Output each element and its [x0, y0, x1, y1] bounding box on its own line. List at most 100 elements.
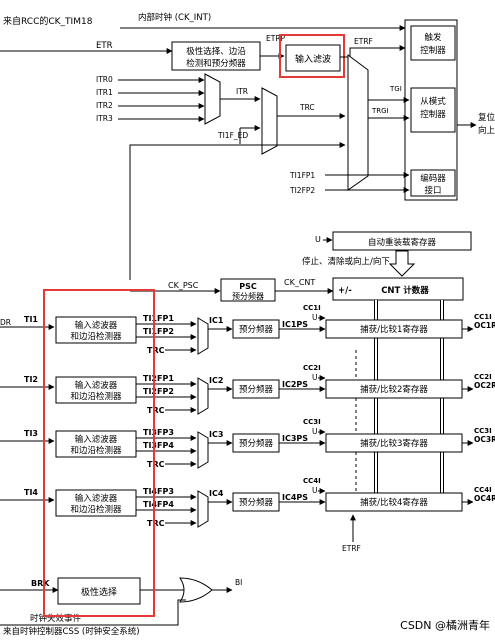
ch2-ccr-label: 捕获/比较2寄存器: [360, 384, 428, 395]
ch2-ic-label: IC2: [209, 376, 223, 385]
ch1-prescaler-label: 预分频器: [239, 324, 274, 335]
ch3-u-label: U: [312, 427, 318, 436]
trc-mux: [261, 87, 278, 155]
ck-cnt-label: CK_CNT: [284, 278, 315, 287]
watermark: CSDN @橘洲青年: [400, 618, 490, 632]
encoder-line1: 编码器: [420, 173, 446, 184]
ch1-cci-label: CC1I: [303, 304, 321, 312]
etrf-bottom-label: ETRF: [342, 544, 361, 553]
ch4-ic-label: IC4: [209, 489, 224, 498]
ch4-icps-label: IC4PS: [282, 493, 308, 502]
ch1-ocn-label: CC1I: [474, 313, 492, 321]
ch4-u-label: U: [312, 486, 318, 495]
polarity-select-label: 极性选择: [81, 586, 117, 598]
autoreload-register-block: [332, 231, 472, 251]
ck-psc-label: CK_PSC: [168, 281, 199, 290]
or-gate: [179, 577, 213, 603]
trigger-controller-block: [410, 25, 456, 61]
ch2-filter-block: [55, 376, 137, 404]
trc-top-label: TRC: [299, 103, 315, 112]
ti1fp1-top-label: TI1FP1: [289, 171, 315, 180]
ch3-filter-line2: 和边沿检测器: [70, 445, 122, 456]
up-label: 向上: [478, 125, 495, 136]
ch3-fpb-label: TI3FP4: [143, 441, 174, 450]
ch2-ti-label: TI2: [24, 375, 38, 384]
itr-mux: [204, 73, 221, 125]
polarity-edge-line1: 极性选择、边沿: [186, 46, 246, 57]
plus-minus-label: +/-: [338, 286, 352, 296]
ch3-ti-label: TI3: [24, 429, 38, 438]
tgi-label: TGI: [389, 85, 402, 93]
clock-fail-label: 时钟失效事件: [30, 613, 82, 624]
ch4-trc-label: TRC: [147, 519, 165, 528]
encoder-interface-block: [410, 169, 456, 197]
psc-prescaler-block: [220, 278, 276, 302]
ch1-fpb-label: TI1FP2: [143, 327, 174, 336]
brk-label: BRK: [31, 579, 50, 588]
ch2-filter-line1: 输入滤波器: [75, 380, 118, 391]
ch3-ic-label: IC3: [209, 430, 223, 439]
ch3-trc-label: TRC: [147, 460, 165, 469]
ch1-fpa-label: TI1FP1: [143, 314, 174, 323]
trgi-mux: [347, 54, 369, 191]
ch3-cci-label: CC3I: [303, 418, 321, 426]
ch1-icps-label: IC1PS: [282, 320, 308, 329]
itr0-label: ITR0: [96, 75, 113, 84]
css-label: 来自时钟控制器CSS (时钟安全系统): [3, 626, 140, 637]
bi-label: BI: [235, 578, 242, 587]
encoder-line2: 接口: [424, 185, 441, 196]
ch1-oc-label: OC1R: [474, 321, 495, 330]
ti2fp2-top-label: TI2FP2: [289, 186, 315, 195]
ch1-ti-label: TI1: [24, 315, 38, 324]
ch3-filter-block: [55, 430, 137, 458]
ch1-filter-line2: 和边沿检测器: [70, 331, 122, 342]
trgi-label: TRGI: [371, 107, 389, 115]
ch2-fpa-label: TI2FP1: [143, 374, 174, 383]
ch1-filter-line1: 输入滤波器: [75, 320, 118, 331]
ch2-ic-mux: [197, 377, 209, 415]
etrf-line: [349, 45, 406, 57]
autoreload-register-label: 自动重装载寄存器: [368, 237, 437, 248]
filter-column-highlight: [43, 289, 155, 617]
dr-label: DR: [0, 318, 11, 327]
ch4-prescaler-label: 预分频器: [239, 497, 274, 508]
counter-block: [332, 277, 464, 301]
reset-label: 复位: [478, 112, 495, 123]
ch1-filter-block: [55, 316, 137, 344]
ch4-ocn-label: CC4I: [474, 486, 492, 494]
reload-arrow: [388, 250, 416, 277]
slave-mode-line2: 控制器: [420, 109, 446, 120]
ch3-ocn-label: CC3I: [474, 427, 492, 435]
psc-subtitle: 预分频器: [232, 291, 264, 301]
ch4-cci-label: CC4I: [303, 477, 321, 485]
ch2-prescaler-label: 预分频器: [239, 384, 274, 395]
u-label-top: U: [315, 235, 321, 244]
itr3-label: ITR3: [96, 114, 113, 123]
ch4-ti-label: TI4: [24, 488, 38, 497]
ch3-oc-label: OC3RE: [474, 435, 495, 444]
input-filter-block: [285, 44, 341, 72]
internal-clock-label: 内部时钟 (CK_INT): [138, 12, 211, 23]
cnt-label: CNT 计数器: [381, 285, 429, 296]
ch2-icps-label: IC2PS: [282, 380, 308, 389]
ch2-u-label: U: [312, 373, 318, 382]
ch3-filter-line1: 输入滤波器: [75, 434, 118, 445]
input-filter-highlight: [279, 34, 345, 78]
ch4-fpa-label: TI4FP3: [143, 487, 174, 496]
ch2-fpb-label: TI2FP2: [143, 387, 174, 396]
ch2-trc-label: TRC: [147, 406, 165, 415]
ch4-filter-block: [55, 489, 137, 517]
etr-label: ETR: [96, 41, 113, 51]
polarity-select-block: [57, 577, 141, 605]
ch3-icps-label: IC3PS: [282, 434, 308, 443]
polarity-edge-line2: 检测和预分频器: [186, 58, 246, 69]
ch1-trc-label: TRC: [147, 346, 165, 355]
itr1-label: ITR1: [96, 88, 113, 97]
ch4-ic-mux: [197, 490, 209, 528]
itr2-label: ITR2: [96, 101, 113, 110]
trigger-controller-line1: 触发: [424, 32, 442, 43]
ch3-prescaler-label: 预分频器: [239, 438, 274, 449]
ch1-ic-label: IC1: [209, 316, 224, 325]
ch2-filter-line2: 和边沿检测器: [70, 391, 122, 402]
